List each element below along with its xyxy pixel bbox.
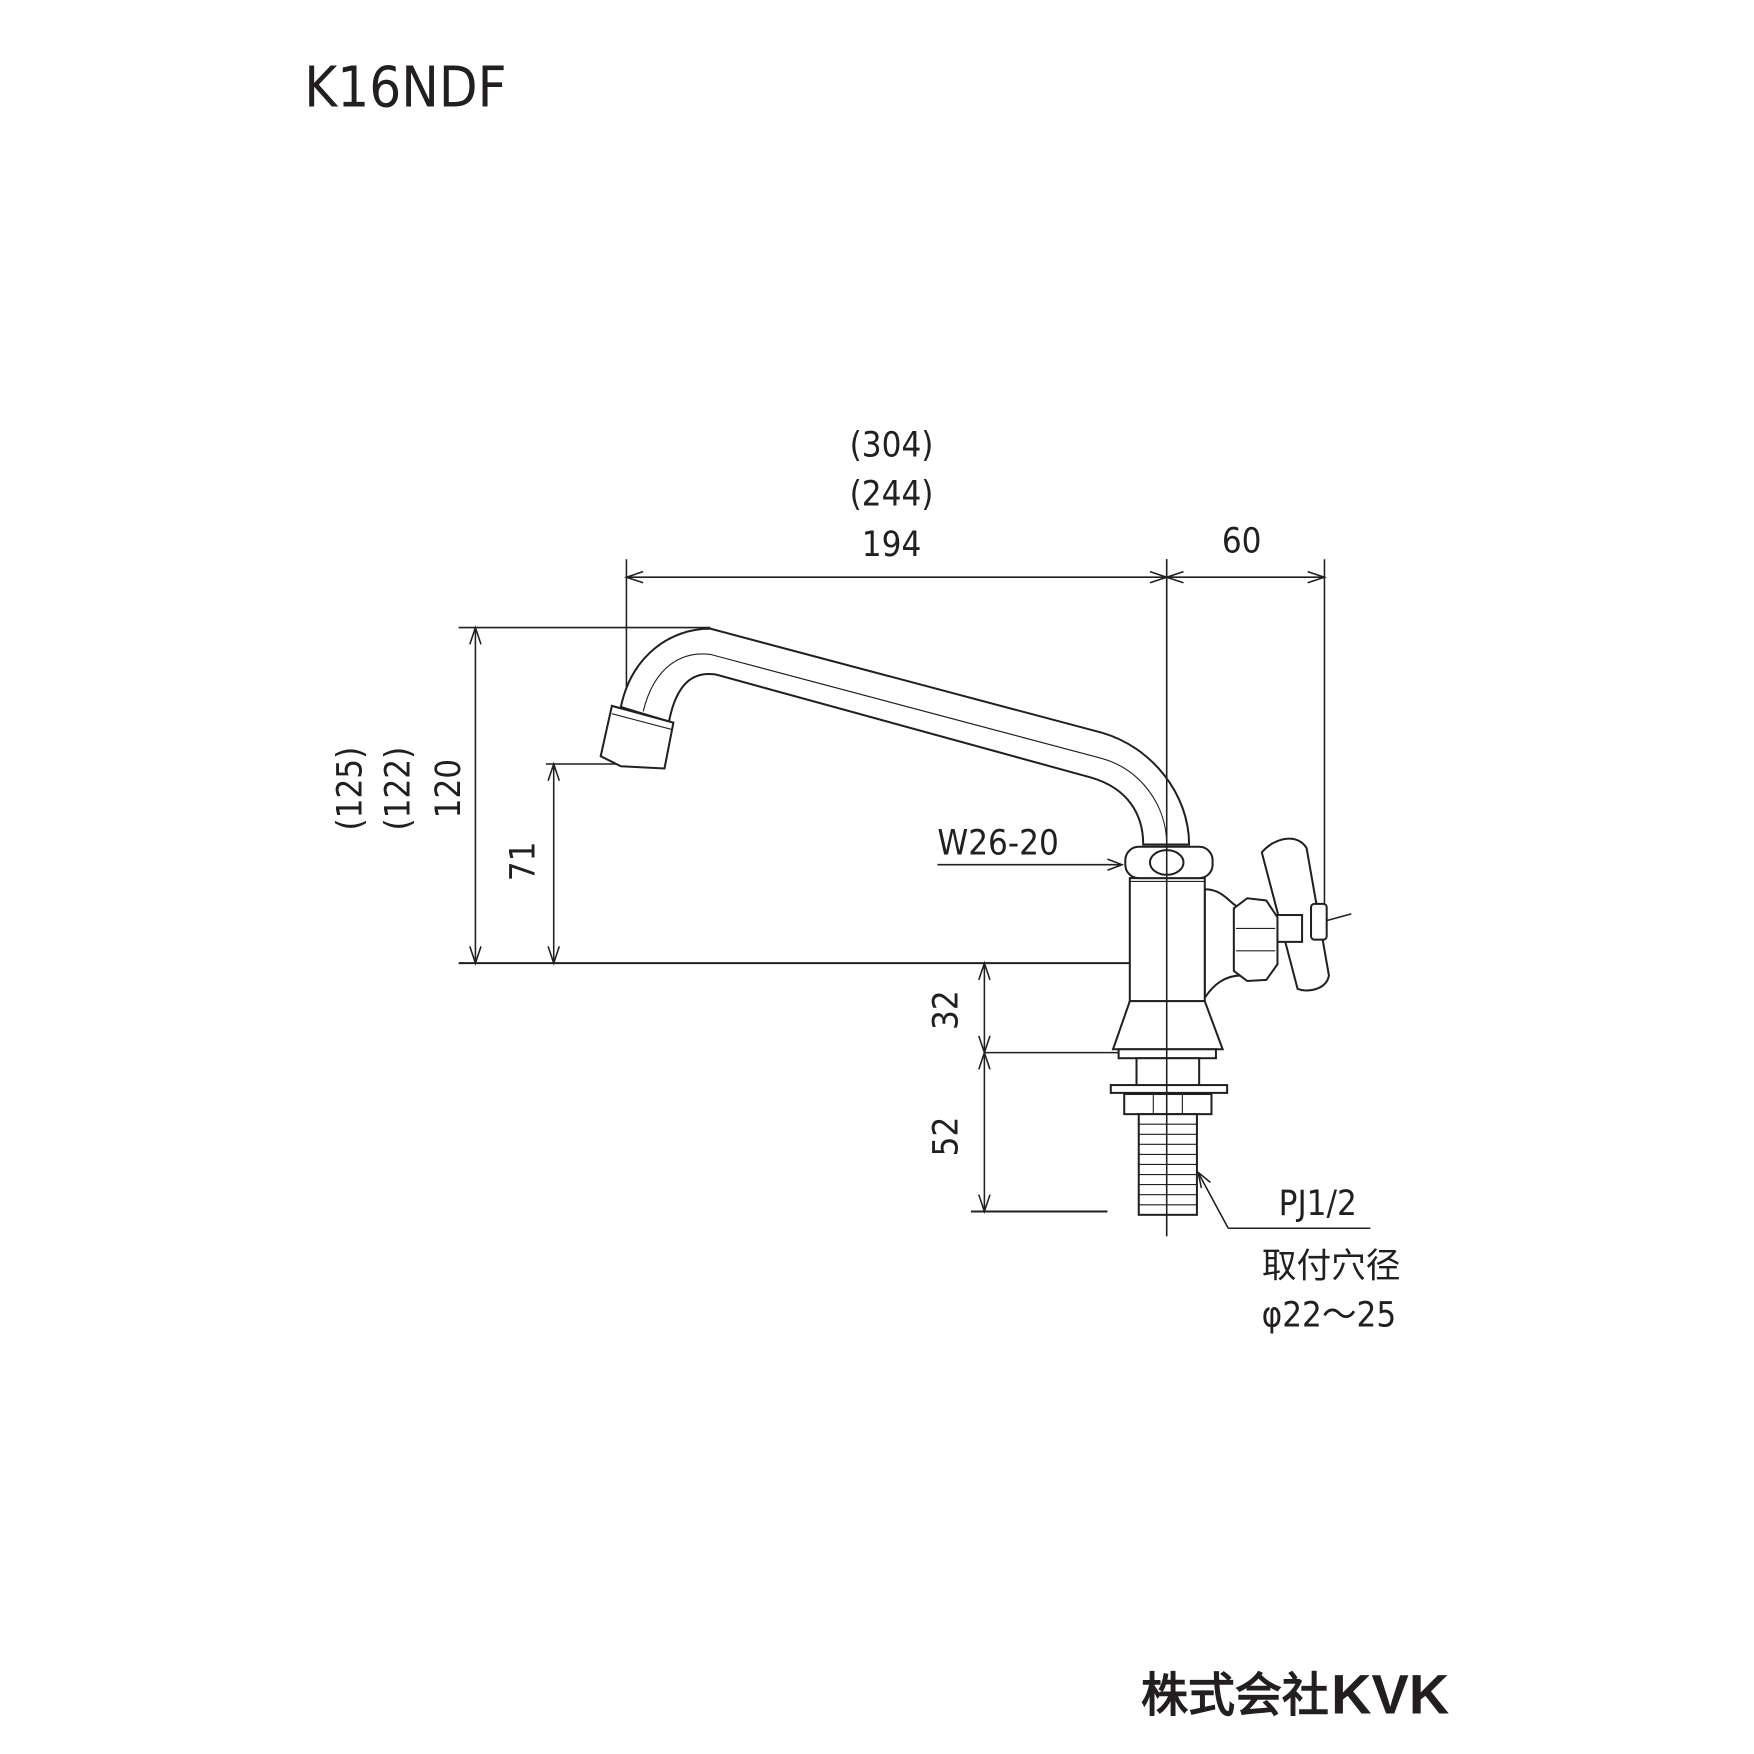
brand-logo: KVK: [1331, 1663, 1449, 1726]
outlet-thread-label: W26-20: [937, 824, 1058, 864]
connection-label: PJ1/2: [1279, 1184, 1357, 1224]
dim-244: (244): [850, 475, 934, 515]
dim-32: 32: [927, 990, 967, 1030]
dim-60: 60: [1222, 522, 1262, 562]
dim-71: 71: [504, 842, 544, 882]
mount-hole-label: 取付穴径: [1262, 1246, 1401, 1286]
model-title: K16NDF: [304, 55, 506, 120]
dim-125: (125): [330, 747, 370, 831]
dimension-lines: [458, 559, 1371, 1237]
dim-120: 120: [429, 759, 469, 819]
dim-304: (304): [850, 425, 934, 465]
brand-company: 株式会社: [1141, 1668, 1329, 1721]
dim-122: (122): [378, 747, 418, 831]
dim-52: 52: [927, 1117, 967, 1157]
dim-194: 194: [862, 525, 922, 565]
mount-hole-value: φ22～25: [1262, 1296, 1397, 1336]
